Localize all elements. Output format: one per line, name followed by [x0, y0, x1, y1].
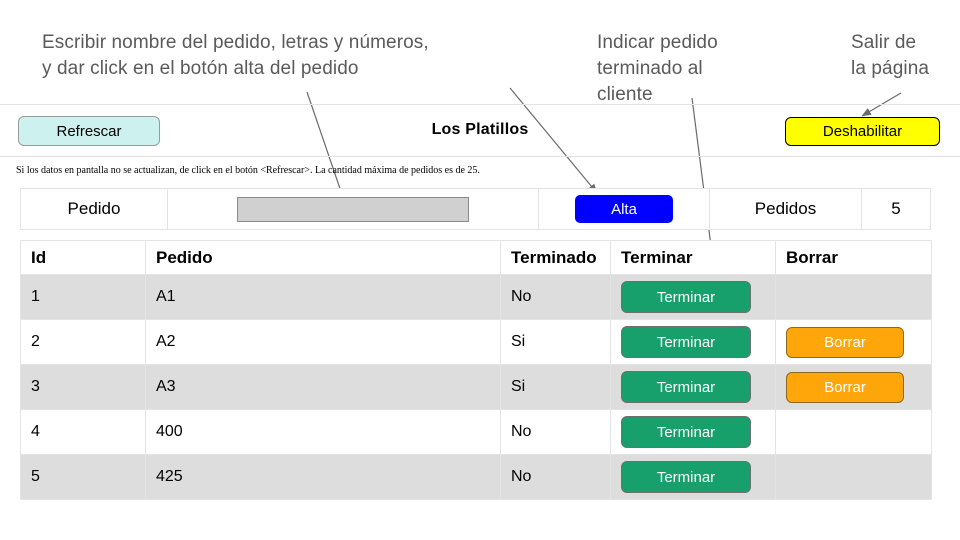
terminar-button[interactable]: Terminar [621, 326, 751, 358]
cell-id: 3 [20, 364, 146, 410]
cell-terminar: Terminar [610, 319, 776, 365]
header-divider-bottom [0, 156, 960, 157]
borrar-button[interactable]: Borrar [786, 326, 904, 358]
cell-terminar: Terminar [610, 409, 776, 455]
cell-borrar: Borrar [775, 364, 932, 410]
annotation-write-order: Escribir nombre del pedido, letras y núm… [42, 32, 429, 79]
cell-borrar: Borrar [775, 319, 932, 365]
cell-id: 5 [20, 454, 146, 500]
terminar-button[interactable]: Terminar [621, 461, 751, 493]
column-header-pedido: Pedido [145, 240, 501, 275]
page-title: Los Platillos [431, 121, 529, 138]
refresh-note: Si los datos en pantalla no se actualiza… [16, 165, 480, 176]
borrar-button[interactable]: Borrar [786, 371, 904, 403]
pedido-input[interactable] [237, 196, 469, 222]
pedidos-count-label: Pedidos [710, 189, 862, 229]
cell-terminado: No [500, 274, 611, 320]
column-header-borrar: Borrar [775, 240, 932, 275]
cell-pedido: 425 [145, 454, 501, 500]
cell-pedido: A3 [145, 364, 501, 410]
cell-borrar [775, 274, 932, 320]
cell-borrar [775, 409, 932, 455]
cell-pedido: A2 [145, 319, 501, 365]
cell-terminado: No [500, 454, 611, 500]
refresh-button[interactable]: Refrescar [18, 116, 160, 146]
disable-button[interactable]: Deshabilitar [785, 117, 940, 146]
terminar-button[interactable]: Terminar [621, 416, 751, 448]
terminar-button[interactable]: Terminar [621, 371, 751, 403]
column-header-terminado: Terminado [500, 240, 611, 275]
cell-id: 2 [20, 319, 146, 365]
cell-borrar [775, 454, 932, 500]
pedido-field-label: Pedido [21, 189, 168, 229]
cell-terminado: Si [500, 319, 611, 365]
cell-pedido: 400 [145, 409, 501, 455]
table-header-row: Id Pedido Terminado Terminar Borrar [20, 240, 932, 275]
cell-terminar: Terminar [610, 364, 776, 410]
cell-pedido: A1 [145, 274, 501, 320]
terminar-button[interactable]: Terminar [621, 281, 751, 313]
annotation-mark-done: Indicar pedido terminado al cliente [597, 32, 718, 105]
cell-id: 4 [20, 409, 146, 455]
pedido-input-cell [168, 189, 539, 229]
header-divider-top [0, 104, 960, 105]
column-header-id: Id [20, 240, 146, 275]
cell-terminar: Terminar [610, 274, 776, 320]
alta-button-cell: Alta [539, 189, 710, 229]
alta-button[interactable]: Alta [575, 195, 673, 223]
cell-terminado: No [500, 409, 611, 455]
annotation-exit-page: Salir de la página [851, 32, 930, 79]
cell-terminado: Si [500, 364, 611, 410]
cell-id: 1 [20, 274, 146, 320]
cell-terminar: Terminar [610, 454, 776, 500]
pedidos-count-value: 5 [891, 199, 901, 218]
column-header-terminar: Terminar [610, 240, 776, 275]
order-form-row: Pedido Alta Pedidos 5 [20, 188, 931, 230]
